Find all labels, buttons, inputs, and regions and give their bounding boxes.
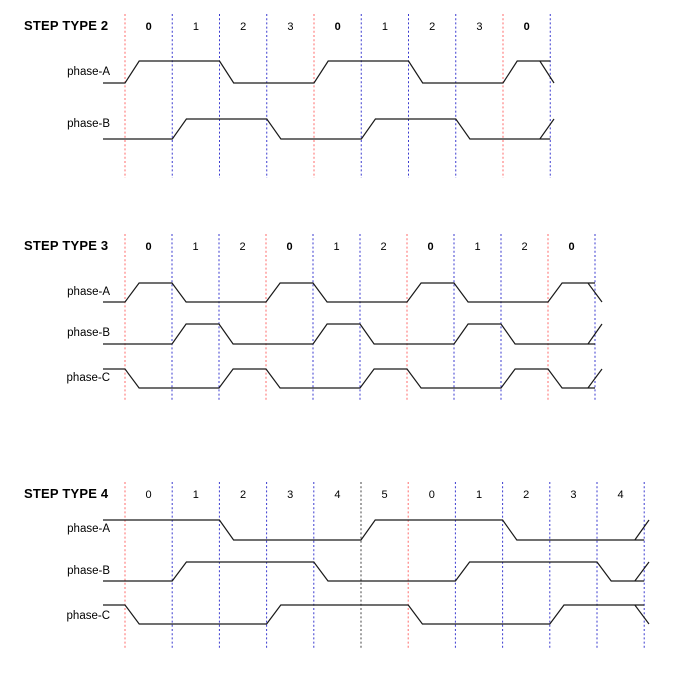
phase-label-phase-A: phase-A <box>67 523 110 535</box>
step-number: 0 <box>145 241 152 253</box>
step-number: 2 <box>380 241 387 253</box>
phase-label-phase-B: phase-B <box>67 118 110 130</box>
step-number: 0 <box>145 21 152 33</box>
phase-label-phase-C: phase-C <box>66 610 110 622</box>
step-number: 4 <box>617 489 624 501</box>
step-number: 0 <box>145 489 152 501</box>
step-number: 0 <box>568 241 575 253</box>
step-number: 1 <box>475 489 483 501</box>
step-number: 2 <box>239 489 247 501</box>
step-number: 0 <box>523 21 530 33</box>
phase-label-phase-C: phase-C <box>66 372 110 384</box>
step-number: 0 <box>334 21 341 33</box>
phase-label-phase-A: phase-A <box>67 286 110 298</box>
step-number: 2 <box>523 489 530 501</box>
step-number: 3 <box>287 21 294 33</box>
step-number: 1 <box>381 21 388 33</box>
phase-label-phase-B: phase-B <box>67 327 110 339</box>
waveform-phase-A <box>103 519 650 541</box>
block-title: STEP TYPE 4 <box>24 486 109 501</box>
step-number: 2 <box>240 21 247 33</box>
step-number: 1 <box>192 489 199 501</box>
step-number: 1 <box>333 241 340 253</box>
step-number: 0 <box>286 241 293 253</box>
step-number: 5 <box>381 489 388 501</box>
waveform-phase-C <box>103 368 603 389</box>
step-number: 1 <box>474 241 481 253</box>
step-number: 0 <box>428 489 435 501</box>
step-number: 1 <box>192 241 199 253</box>
step-number: 0 <box>427 241 434 253</box>
waveform-phase-A <box>103 282 603 303</box>
step-number: 4 <box>334 489 341 501</box>
phase-label-phase-B: phase-B <box>67 565 110 577</box>
block-title: STEP TYPE 2 <box>24 18 109 33</box>
waveform-phase-B <box>103 323 603 345</box>
step-number: 3 <box>476 21 483 33</box>
phase-label-phase-A: phase-A <box>67 66 110 78</box>
step-number: 2 <box>521 241 528 253</box>
waveform-phase-C <box>103 604 650 625</box>
block-title: STEP TYPE 3 <box>24 238 109 253</box>
step-number: 2 <box>239 241 246 253</box>
waveform-phase-B <box>103 561 650 582</box>
step-number: 2 <box>429 21 436 33</box>
waveform-phase-A <box>103 60 555 84</box>
step-number: 1 <box>192 21 199 33</box>
step-number: 3 <box>287 489 294 501</box>
waveform-phase-B <box>103 118 555 140</box>
step-number: 3 <box>570 489 577 501</box>
